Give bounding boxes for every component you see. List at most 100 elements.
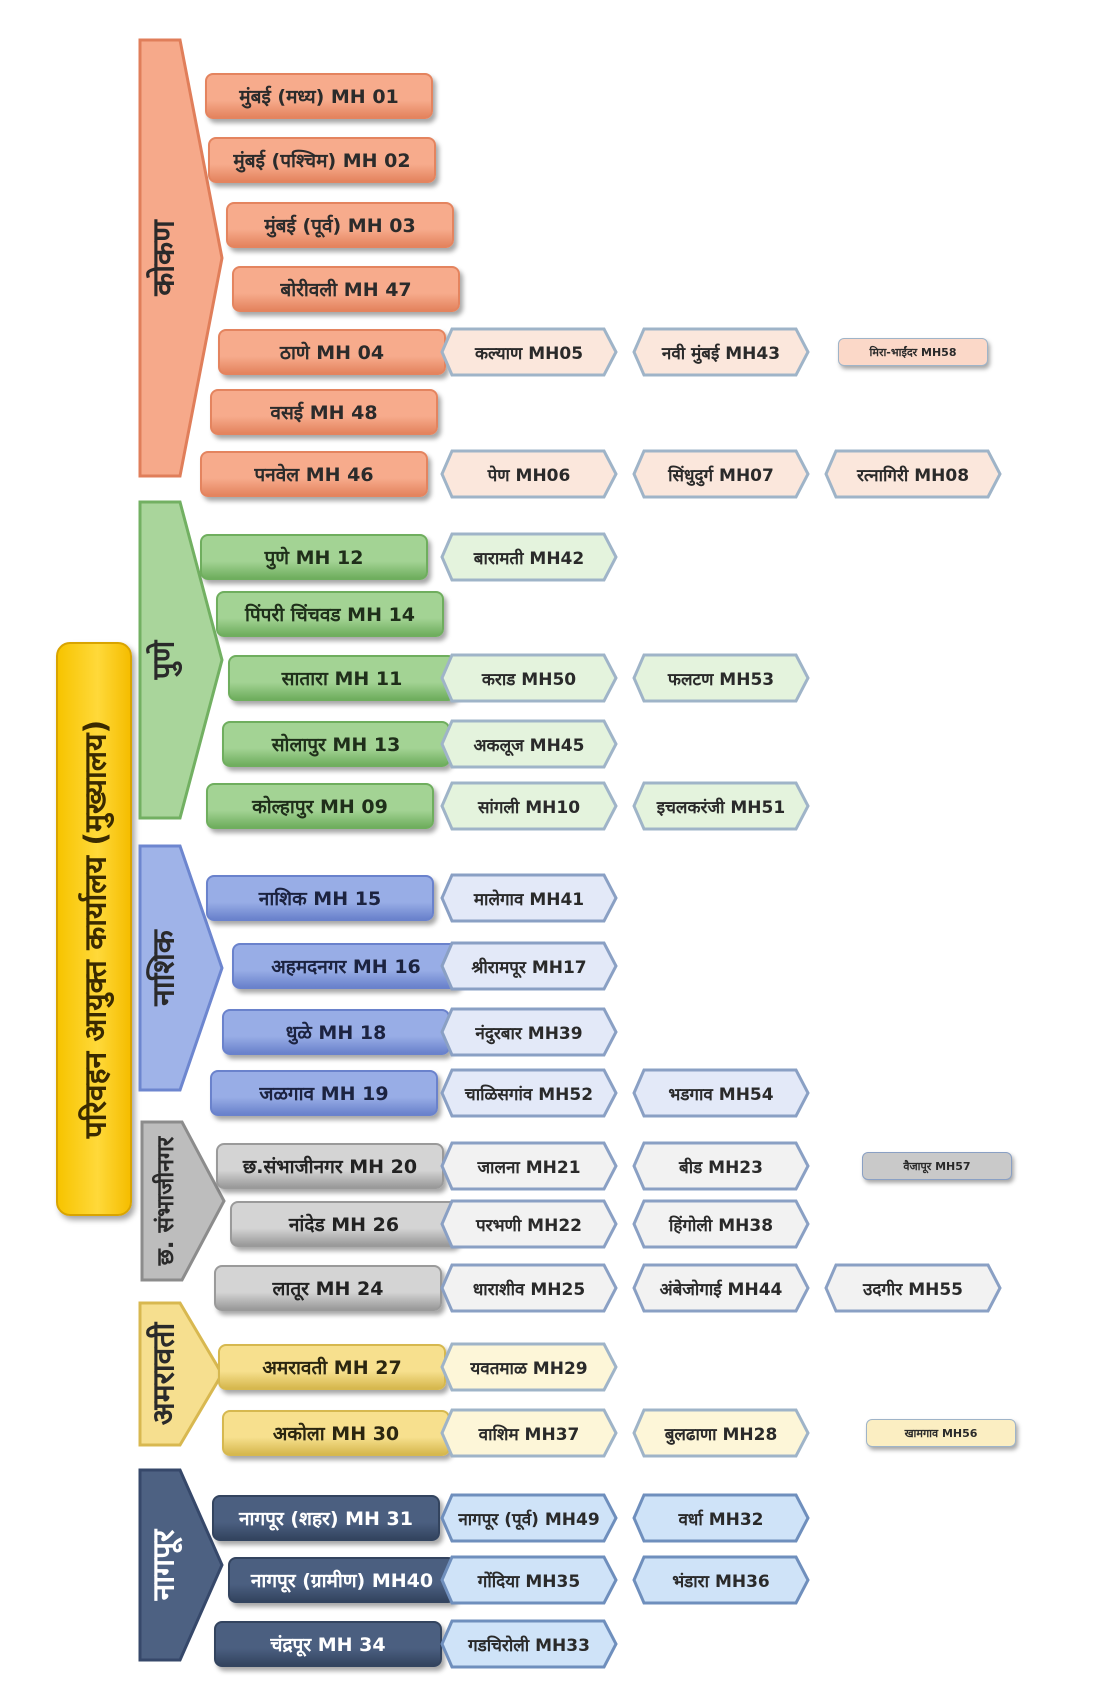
sub-office-chevron [440, 1408, 618, 1458]
sub-office-label: वर्धा MH32 [678, 1509, 764, 1530]
sub-office-nashik-0-0: मालेगाव MH41 [440, 873, 618, 923]
office-box-konkan-1: मुंबई (पश्चिम) MH 02 [208, 137, 436, 183]
sub-office-chevron [440, 873, 618, 923]
sub-office-chevron [824, 1263, 1002, 1313]
sub-office-label: परभणी MH22 [476, 1215, 582, 1236]
office-box-nashik-0: नाशिक MH 15 [206, 875, 434, 921]
sub-office-chevron [440, 532, 618, 582]
sub-office-shape [440, 1493, 618, 1543]
office-box-konkan-2: मुंबई (पूर्व) MH 03 [226, 202, 454, 248]
region-arrow-shape [138, 38, 224, 478]
region-label-amravati: अमरावती [146, 1322, 182, 1426]
region-label-pune: पुणे [146, 640, 182, 680]
region-arrow-shape [138, 844, 224, 1092]
office-box-nagpur-1: नागपूर (ग्रामीण) MH40 [228, 1557, 456, 1603]
sub-office-nashik-2-0: नंदुरबार MH39 [440, 1007, 618, 1057]
sub-office-label: सिंधुदुर्ग MH07 [668, 465, 774, 486]
region-arrow-shape [138, 500, 224, 820]
sub-office-sambhajinagar-1-1: हिंगोली MH38 [632, 1199, 810, 1249]
sub-office-label: कल्याण MH05 [474, 343, 584, 364]
sub-office-chevron [440, 1342, 618, 1392]
sub-office-chevron [440, 719, 618, 769]
office-box-konkan-4: ठाणे MH 04 [218, 329, 446, 375]
sub-office-chevron [632, 1555, 810, 1605]
sub-office-label: धाराशीव MH25 [472, 1279, 586, 1300]
sub-office-pune-2-1: फलटण MH53 [632, 653, 810, 703]
region-arrow-shape [138, 1301, 224, 1447]
sub-office-nagpur-2-0: गडचिरोली MH33 [440, 1619, 618, 1669]
region-nagpur: नागपूर [138, 1468, 224, 1662]
sub-office-shape [440, 449, 618, 499]
office-box-pune-4: कोल्हापुर MH 09 [206, 783, 434, 829]
sub-office-shape [632, 1141, 810, 1191]
sub-office-chevron [632, 449, 810, 499]
sub-office-shape [440, 719, 618, 769]
sub-office-shape [632, 781, 810, 831]
sub-office-chevron [440, 941, 618, 991]
office-box-pune-3: सोलापुर MH 13 [222, 721, 450, 767]
sub-office-chevron [440, 449, 618, 499]
sub-office-shape [632, 327, 810, 377]
office-box-amravati-1: अकोला MH 30 [222, 1410, 450, 1456]
region-arrow-nagpur [138, 1468, 224, 1662]
sub-office-label: भडगाव MH54 [668, 1084, 774, 1105]
small-office-konkan-4: मिरा-भाईंदर MH58 [838, 338, 988, 366]
root-office-label: परिवहन आयुक्त कार्यालय (मुख्यालय) [78, 719, 114, 1139]
sub-office-chevron [440, 1199, 618, 1249]
sub-office-konkan-6-0: पेण MH06 [440, 449, 618, 499]
sub-office-shape [440, 327, 618, 377]
sub-office-shape [632, 1408, 810, 1458]
sub-office-pune-0-0: बारामती MH42 [440, 532, 618, 582]
sub-office-chevron [632, 653, 810, 703]
sub-office-label: जालना MH21 [477, 1157, 581, 1178]
region-arrow-shape [138, 1468, 224, 1662]
region-arrow-sambhajinagar [140, 1120, 226, 1282]
sub-office-chevron [440, 1619, 618, 1669]
office-box-konkan-6: पनवेल MH 46 [200, 451, 428, 497]
sub-office-label: उदगीर MH55 [863, 1279, 963, 1300]
sub-office-shape [440, 1263, 618, 1313]
region-label-sambhajinagar: छ. संभाजीनगर [153, 1136, 179, 1266]
small-office-amravati-1: खामगाव MH56 [866, 1419, 1016, 1447]
sub-office-shape [440, 1342, 618, 1392]
sub-office-amravati-1-1: बुलढाणा MH28 [632, 1408, 810, 1458]
sub-office-shape [632, 1199, 810, 1249]
sub-office-label: पेण MH06 [487, 465, 571, 486]
sub-office-sambhajinagar-0-0: जालना MH21 [440, 1141, 618, 1191]
sub-office-amravati-1-0: वाशिम MH37 [440, 1408, 618, 1458]
sub-office-shape [440, 1408, 618, 1458]
sub-office-label: कराड MH50 [481, 669, 577, 690]
sub-office-sambhajinagar-0-1: बीड MH23 [632, 1141, 810, 1191]
sub-office-chevron [440, 1555, 618, 1605]
sub-office-shape [632, 449, 810, 499]
sub-office-chevron [632, 1199, 810, 1249]
sub-office-label: हिंगोली MH38 [668, 1215, 774, 1236]
sub-office-chevron [440, 653, 618, 703]
sub-office-sambhajinagar-2-0: धाराशीव MH25 [440, 1263, 618, 1313]
sub-office-label: अकलूज MH45 [473, 735, 585, 756]
office-box-amravati-0: अमरावती MH 27 [218, 1344, 446, 1390]
region-sambhajinagar: छ. संभाजीनगर [140, 1120, 226, 1282]
sub-office-nagpur-1-0: गोंदिया MH35 [440, 1555, 618, 1605]
office-box-konkan-0: मुंबई (मध्य) MH 01 [205, 73, 433, 119]
region-label-konkan: कोकण [146, 220, 182, 296]
sub-office-konkan-4-1: नवी मुंबई MH43 [632, 327, 810, 377]
sub-office-label: गोंदिया MH35 [477, 1571, 581, 1592]
sub-office-chevron [440, 1141, 618, 1191]
sub-office-shape [440, 873, 618, 923]
office-box-pune-2: सातारा MH 11 [228, 655, 456, 701]
sub-office-chevron [440, 781, 618, 831]
sub-office-shape [632, 1068, 810, 1118]
office-box-konkan-5: वसई MH 48 [210, 389, 438, 435]
region-konkan: कोकण [138, 38, 224, 478]
sub-office-label: भंडारा MH36 [672, 1571, 770, 1592]
sub-office-pune-4-0: सांगली MH10 [440, 781, 618, 831]
office-box-sambhajinagar-1: नांदेड MH 26 [230, 1201, 458, 1247]
office-box-nashik-3: जळगाव MH 19 [210, 1070, 438, 1116]
region-arrow-konkan [138, 38, 224, 478]
sub-office-nagpur-1-1: भंडारा MH36 [632, 1555, 810, 1605]
sub-office-chevron [632, 327, 810, 377]
sub-office-pune-2-0: कराड MH50 [440, 653, 618, 703]
sub-office-label: नंदुरबार MH39 [475, 1023, 583, 1044]
sub-office-label: नवी मुंबई MH43 [661, 343, 781, 364]
